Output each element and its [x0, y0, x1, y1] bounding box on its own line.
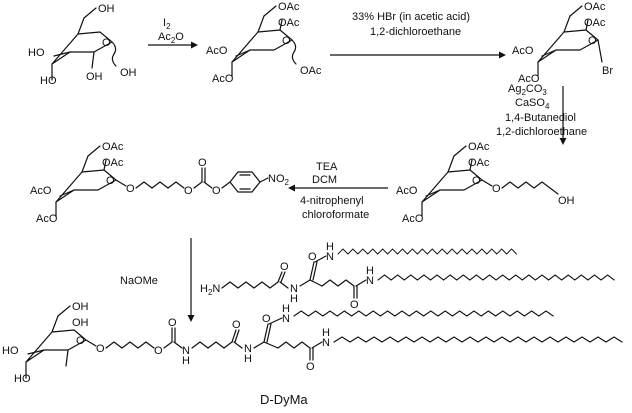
atom-label: AcO — [512, 45, 534, 57]
atom-label: AcO — [212, 73, 234, 85]
atom-label: H — [282, 303, 290, 315]
atom-label: NO2 — [268, 173, 290, 187]
atom-label: O — [168, 317, 177, 329]
reagent-solvent: 1,2-dichloroethane — [370, 26, 461, 38]
atom-label: O — [154, 345, 163, 357]
reaction-arrow — [288, 184, 388, 192]
atom-label: O — [588, 35, 597, 47]
reagent-solvent: 1,2-dichloroethane — [496, 126, 587, 138]
atom-label: O — [472, 175, 481, 187]
atom-label: O — [102, 37, 111, 49]
atom-label: N — [322, 337, 330, 349]
mannose-structure: OH HO HO OH O OH — [28, 3, 137, 87]
atom-label: O — [492, 183, 501, 195]
atom-label: O — [96, 343, 105, 355]
atom-label: H — [322, 327, 330, 339]
atom-label: O — [350, 299, 359, 311]
atom-label: O — [280, 261, 289, 273]
atom-label: AcO — [36, 213, 58, 225]
atom-label: OH — [120, 67, 137, 79]
atom-label: OH — [86, 71, 103, 83]
atom-label: O — [232, 319, 241, 331]
atom-label: OAc — [278, 17, 300, 29]
atom-label: N — [326, 251, 334, 263]
atom-label: O — [282, 35, 291, 47]
atom-label: H2N — [200, 283, 220, 297]
atom-label: HO — [14, 373, 31, 385]
atom-label: AcO — [206, 45, 228, 57]
reagent-iodine: I2 — [163, 17, 171, 31]
amine-lipid-structure: H2N O N H O N H O N H — [200, 241, 615, 311]
atom-label: N — [290, 283, 298, 295]
atom-label: AcO — [30, 185, 52, 197]
atom-label: O — [126, 183, 135, 195]
atom-label: N — [366, 275, 374, 287]
atom-label: N — [282, 313, 290, 325]
atom-label: N — [182, 345, 190, 357]
atom-label: OH — [72, 317, 89, 329]
atom-label: H — [244, 353, 252, 365]
atom-label: HO — [2, 345, 19, 357]
atom-label: HO — [40, 75, 57, 87]
atom-label: H — [366, 265, 374, 277]
product-name: D-DyMa — [260, 392, 308, 407]
reagent-naome: NaOMe — [120, 275, 158, 287]
atom-label: O — [184, 185, 193, 197]
atom-label: N — [244, 343, 252, 355]
atom-label: OH — [558, 195, 575, 207]
peracetyl-mannose-structure: OAc AcO AcO OAc O OAc — [206, 1, 322, 85]
atom-label: O — [198, 157, 207, 169]
reagent-calcium-sulfate: CaSO4 — [515, 97, 550, 111]
atom-label: OAc — [468, 141, 490, 153]
atom-label: O — [306, 361, 315, 373]
reagent-chloroformate: chloroformate — [302, 209, 369, 221]
atom-label: HO — [28, 47, 45, 59]
atom-label: H — [182, 355, 190, 367]
reaction-arrow — [330, 51, 506, 59]
atom-label: OAc — [584, 17, 606, 29]
atom-label: OAc — [300, 65, 322, 77]
atom-label: OH — [98, 3, 115, 15]
atom-label: OH — [72, 301, 89, 313]
atom-label: O — [212, 185, 221, 197]
atom-label: O — [308, 251, 317, 263]
atom-label: AcO — [402, 213, 424, 225]
atom-label: Br — [602, 65, 613, 77]
d-dyma-structure: OH HO HO OH O O O O N H O N H O N H O — [2, 301, 623, 385]
reagent-acetic-anhydride: Ac2O — [158, 31, 184, 45]
atom-label: O — [76, 335, 85, 347]
reagent-nitrophenyl: 4-nitrophenyl — [300, 195, 364, 207]
reaction-arrow — [559, 86, 567, 145]
reagent-hbr: 33% HBr (in acetic acid) — [352, 11, 470, 23]
nitrophenyl-carbonate-structure: OAc AcO AcO OAc O O O O O NO2 — [30, 141, 290, 225]
reaction-arrow — [148, 41, 198, 49]
atom-label: H — [290, 293, 298, 305]
reaction-arrow — [187, 238, 195, 322]
atom-label: OAc — [102, 141, 124, 153]
reagent-dcm: DCM — [312, 174, 337, 186]
atom-label: OAc — [584, 1, 606, 13]
mannosyl-bromide-structure: OAc AcO AcO OAc O Br — [512, 1, 613, 85]
atom-label: AcO — [518, 73, 540, 85]
reagent-silver-carbonate: Ag2CO3 — [508, 83, 547, 97]
atom-label: O — [262, 313, 271, 325]
atom-label: AcO — [396, 185, 418, 197]
atom-label: OAc — [278, 1, 300, 13]
atom-label: H — [326, 241, 334, 253]
reagent-butanediol: 1,4-Butanediol — [505, 112, 576, 124]
atom-label: OAc — [468, 157, 490, 169]
atom-label: OAc — [102, 157, 124, 169]
reagent-tea: TEA — [316, 161, 338, 173]
atom-label: O — [106, 175, 115, 187]
butanol-glycoside-structure: OAc AcO AcO OAc O O OH — [396, 141, 575, 225]
